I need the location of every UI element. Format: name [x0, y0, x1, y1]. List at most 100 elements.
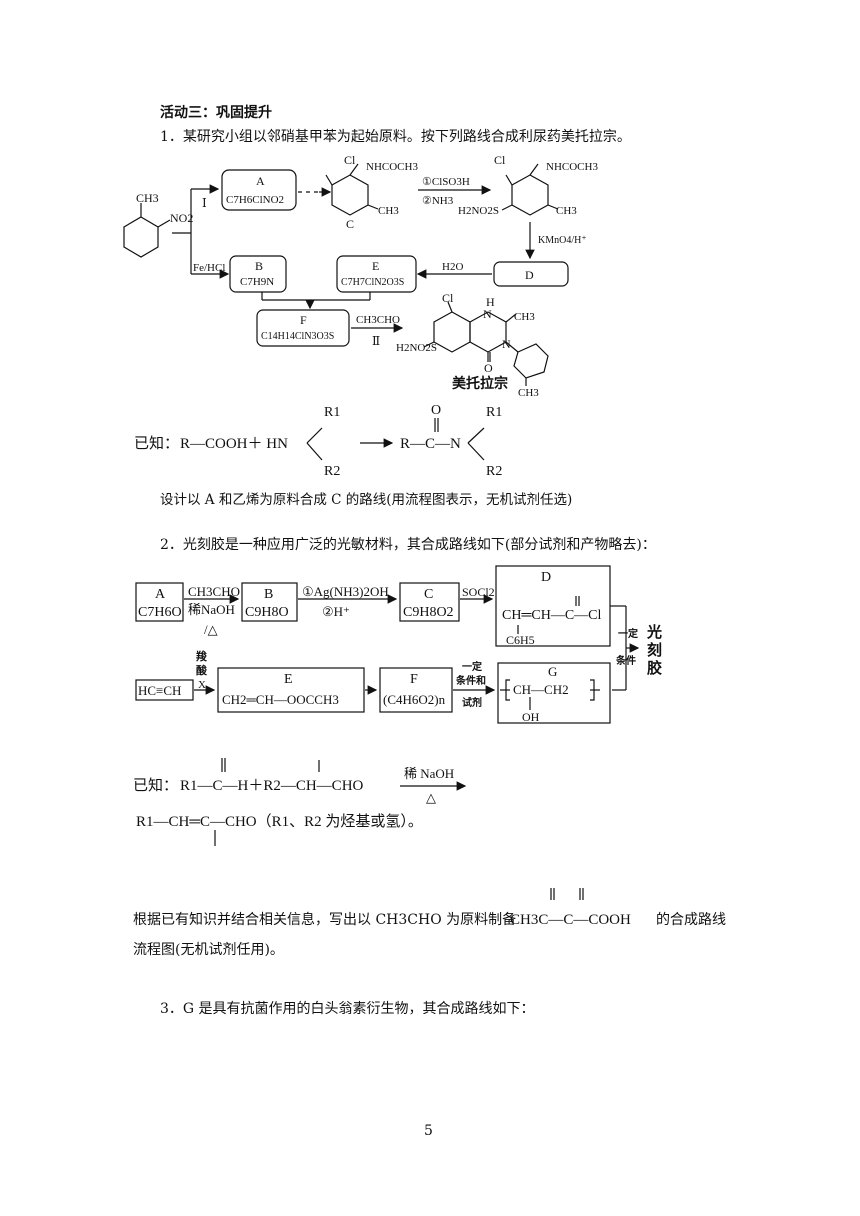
q1-route-i: Ⅰ [202, 196, 207, 210]
q1-known-r2b: R2 [486, 464, 502, 479]
q1-f-label: F [300, 313, 307, 327]
q2-known-label: 已知： [133, 777, 178, 794]
q2-product-1: 光 [646, 623, 662, 641]
q1-start-molecule [123, 203, 171, 258]
q3-text: 3．G 是具有抗菌作用的白头翁素衍生物，其合成路线如下： [160, 1001, 535, 1017]
q1-box-f [256, 309, 350, 347]
q1-box-e [336, 255, 417, 293]
q1-b-formula: C7H9N [240, 276, 274, 288]
q2-known-reag: 稀 NaOH [404, 766, 454, 781]
q2-d-struct: CH═CH—C—Cl [502, 608, 601, 623]
q1-m-h: H [486, 295, 495, 309]
q2-r3: SOCl2 [462, 585, 495, 599]
q2-task-a: 根据已有知识并结合相关信息，写出以 CH3CHO 为原料制备 [133, 912, 517, 928]
q2-box-acetylene [135, 679, 194, 701]
q1-box-a [221, 169, 297, 211]
q1-m-n1: N [483, 307, 492, 321]
q1-text: 1．某研究小组以邻硝基甲苯为起始原料。按下列路线合成利尿药美托拉宗。 [160, 129, 631, 145]
q1-start-no2: NO2 [170, 211, 193, 225]
q1-known-o: O [431, 403, 441, 418]
q2-box-c [399, 582, 460, 622]
q2-r2a: ①Ag(NH3)2OH [302, 584, 389, 599]
q1-known-r2: R2 [324, 464, 340, 479]
q2-g-oh: OH [522, 710, 540, 724]
q1-known-r1: R1 [324, 405, 340, 420]
q1-m-cl: Cl [442, 291, 454, 305]
q2-r2b: ②H⁺ [322, 604, 350, 619]
q1-d-label: D [525, 268, 534, 282]
q2-product-2: 刻 [647, 641, 662, 659]
q1-known-product: R—C—N [400, 436, 461, 452]
q2-r1c: /△ [204, 622, 218, 637]
q2-box-b [241, 582, 298, 622]
q2-d-label: D [541, 570, 551, 585]
q2-known-line1: R1—C—H＋R2—CH—CHO [180, 778, 364, 794]
q1-route-ii: Ⅱ [372, 334, 380, 348]
q1-start-ch3: CH3 [136, 191, 159, 205]
q2-task-struct: CH3C—C—COOH [510, 912, 631, 928]
q1-known-r1b: R1 [486, 405, 502, 420]
q2-known-heat: △ [426, 790, 436, 805]
q2-r1: CH3CHO [188, 584, 240, 599]
q1-known-eq: R—COOH＋ HN [180, 436, 288, 452]
q2-d-c6h5: C6H5 [506, 633, 535, 647]
q2-acid-3: X [198, 679, 206, 691]
q1-molecule-c [325, 163, 379, 216]
q2-cond1-2: 条件和 [455, 674, 486, 687]
q1-m-ch3b: CH3 [518, 387, 539, 399]
q2-cond2-1: 一定 [618, 627, 638, 640]
q1-ch3cho: CH3CHO [356, 314, 400, 326]
q1-b-label: B [255, 259, 263, 273]
q1-reagent-2: ②NH3 [422, 195, 454, 207]
q2-task-b: 的合成路线 [656, 912, 726, 928]
q1-fe-hcl: Fe/HCl [193, 262, 225, 274]
q2-c-formula: C9H8O2 [403, 605, 454, 620]
q2-product-3: 胶 [647, 659, 662, 677]
q1-e-formula: C7H7ClN2O3S [341, 277, 404, 288]
q2-cond1-3: 试剂 [462, 696, 482, 709]
q2-b-formula: C9H8O [245, 605, 289, 620]
q1-m-o: O [484, 361, 493, 375]
q1-s-nhcoch3: NHCOCH3 [546, 161, 598, 173]
q1-c-label: C [346, 217, 354, 231]
q1-sulfonamide-molecule [501, 163, 559, 216]
q1-kmno4: KMnO4/H⁺ [538, 235, 587, 246]
q2-box-f [379, 667, 453, 713]
q2-f-formula: (C4H6O2)n [383, 692, 446, 707]
q2-acid-2: 酸 [196, 663, 208, 677]
q1-m-n2: N [502, 337, 511, 351]
q2-c-label: C [424, 587, 433, 602]
q1-reagent-1: ①ClSO3H [422, 176, 470, 188]
q2-e-struct: CH2═CH—OOCCH3 [222, 692, 339, 707]
q2-text: 2．光刻胶是一种应用广泛的光敏材料，其合成路线如下(部分试剂和产物略去)： [160, 537, 656, 553]
q1-e-label: E [372, 259, 379, 273]
q2-b-label: B [264, 587, 273, 602]
q1-s-ch3: CH3 [556, 205, 577, 217]
q2-box-e [217, 667, 365, 713]
q2-a-formula: C7H6O [138, 605, 182, 620]
q1-c-cl: Cl [344, 153, 356, 167]
q1-a-label: A [256, 174, 265, 188]
q2-cond1-1: 一定 [462, 660, 482, 673]
q2-e-label: E [284, 672, 293, 687]
q1-task: 设计以 A 和乙烯为原料合成 C 的路线(用流程图表示，无机试剂任选) [160, 492, 573, 508]
q2-known-line2: R1—CH═C—CHO（R1、R2 为烃基或氢）。 [136, 813, 423, 830]
q1-m-ch3: CH3 [514, 311, 535, 323]
q2-acid-1: 羧 [196, 649, 208, 663]
q1-s-h2no2s: H2NO2S [458, 205, 499, 217]
q1-box-d [493, 261, 569, 287]
q1-s-cl: Cl [494, 153, 506, 167]
q2-f-label: F [410, 672, 418, 687]
q1-drug-name: 美托拉宗 [452, 375, 508, 391]
q1-c-nhcoch3: NHCOCH3 [366, 161, 418, 173]
q2-g-label: G [548, 664, 557, 679]
q1-a-formula: C7H6ClNO2 [226, 194, 284, 206]
q2-acetylene: HC≡CH [138, 683, 181, 698]
q2-g-struct: CH—CH2 [513, 682, 569, 697]
q2-box-g [497, 662, 611, 724]
q2-cond2-2: 条件 [615, 654, 636, 667]
section-heading: 活动三：巩固提升 [160, 105, 272, 121]
q2-task-c: 流程图(无机试剂任用)。 [133, 942, 284, 958]
q1-h2o: H2O [442, 261, 463, 273]
